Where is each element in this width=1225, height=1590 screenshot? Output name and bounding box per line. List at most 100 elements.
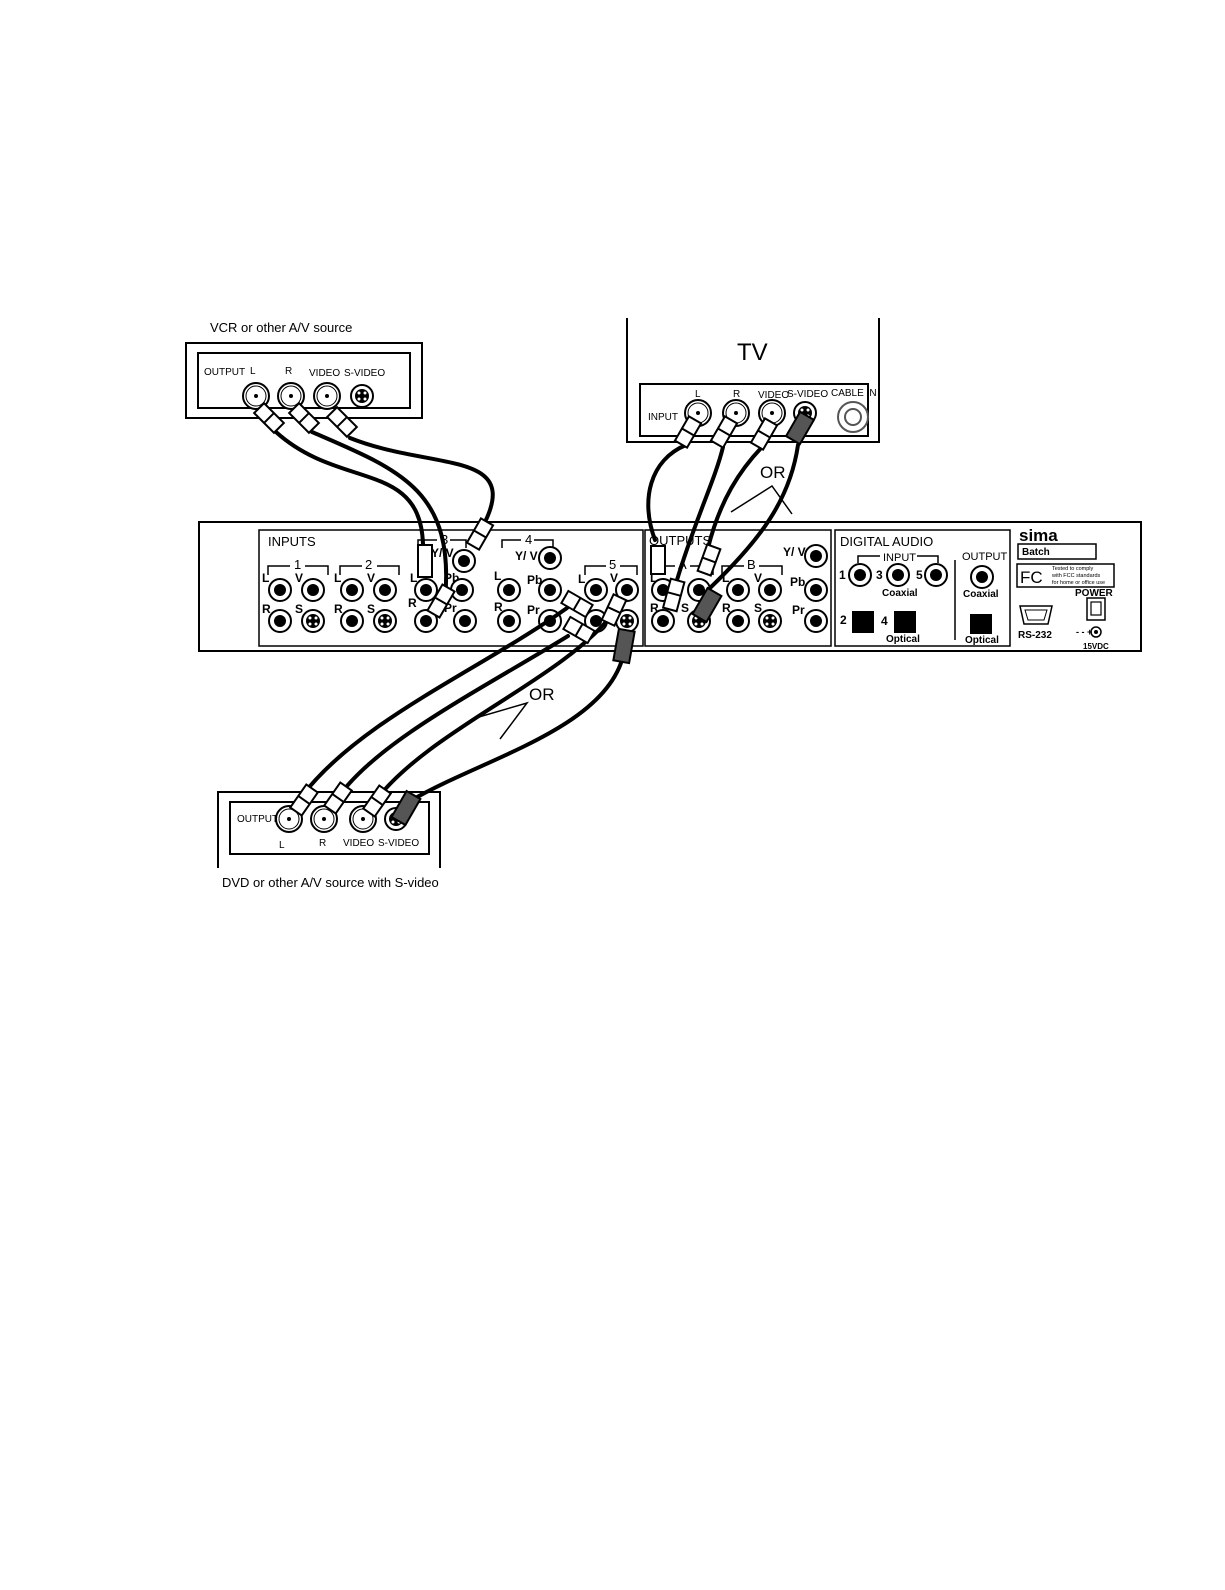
input-4-r-jack [497,609,521,633]
output-b-v-jack [758,578,782,602]
cables [274,430,800,802]
model-badge [1017,543,1097,560]
input-4-yv-jack [538,546,562,570]
output-a-l-label: L [650,571,657,585]
input-2-r-label: R [334,602,343,616]
digital-audio-input-label: INPUT [883,552,916,564]
input-4-yv-label: Y/ V [515,549,538,563]
vcr-jack-video [313,382,341,410]
output-yv-label: Y/ V [783,545,806,559]
fcc-badge [1016,563,1115,588]
inputs-title: INPUTS [268,534,316,549]
dc-voltage-label: 15VDC [1083,642,1109,651]
da-optical-out-port [970,614,992,634]
input-2-l-jack [340,578,364,602]
vcr-source: VCR or other A/V source OUTPUT L R VIDEO… [185,320,423,419]
input-2-s-jack [373,609,397,633]
input-4-l-label: L [494,569,501,583]
dvd-r-label: R [319,838,326,849]
output-pr-label: Pr [792,603,805,617]
plug-input3-r [426,583,456,619]
plugs [252,401,816,827]
tv-cable-in-jack [837,401,869,433]
plug-dvd-video [361,784,393,818]
dvd-caption: DVD or other A/V source with S-video [222,875,439,890]
input-1-v-jack [301,578,325,602]
rs232-label: RS-232 [1018,630,1052,641]
input-1-r-label: R [262,602,271,616]
da-input-optical-label: Optical [886,634,920,645]
input-5-l-label: L [578,572,585,586]
output-b-l-label: L [722,571,729,585]
cable-vcr-video-to-input3-yv [348,436,495,524]
plug-input5-v [600,593,628,627]
tv-input-label: INPUT [648,412,678,423]
input-1-s-label: S [295,602,303,616]
plug-dvd-svideo [390,789,422,827]
output-a-r-label: R [650,601,659,615]
output-b-r-jack [726,609,750,633]
dvd-source: OUTPUT L R VIDEO S-VIDEO DVD or other A/… [217,791,441,890]
cable-vcr-l-to-input3-l [274,430,425,546]
plug-input5-r [562,615,596,645]
input-1-label: 1 [294,557,301,572]
input-3-label: 3 [441,532,448,547]
input-2-s-label: S [367,602,375,616]
output-b-s-label: S [754,601,762,615]
input-5-label: 5 [609,557,616,572]
output-b-s-jack [758,609,782,633]
or-label-top: OR [760,463,786,482]
tv-cable-in-label: CABLE IN [831,388,877,399]
vcr-svideo-label: S-VIDEO [344,368,385,379]
plug-outa-s [691,586,723,624]
plug-dvd-l [288,783,320,817]
outputs-title: OUTPUTS [649,533,711,548]
da-num-2: 2 [840,613,847,627]
input-3-yv-label: Y/ V [431,546,454,560]
plug-outa-v [696,543,722,577]
model-label: Batch [1022,547,1050,558]
power-switch[interactable] [1086,597,1106,621]
input-4-pb-label: Pb [527,573,542,587]
brand-logo: sima [1019,526,1058,545]
da-num-4: 4 [881,614,888,628]
input-3-r-label: R [408,596,417,610]
power-label: POWER [1075,588,1114,599]
cable-input5-r-to-dvd-r [337,634,570,798]
plug-vcr-r [287,401,321,435]
input-2-r-jack [340,609,364,633]
input-1-v-label: V [295,571,303,585]
da-num-3: 3 [876,568,883,582]
cable-outa-s-to-tv-svideo [708,443,800,590]
dc-power-jack [1090,626,1102,638]
da-coaxial-3-jack [886,563,910,587]
dvd-video-label: VIDEO [343,838,374,849]
input-1-s-jack [301,609,325,633]
tv-svideo-label: S-VIDEO [787,389,828,400]
plug-tv-l [673,415,703,449]
da-optical-4-port [894,611,916,633]
da-optical-2-port [852,611,874,633]
cable-input5-s-to-dvd-svideo [410,658,624,802]
da-output-label: OUTPUT [962,551,1008,563]
dvd-svideo-label: S-VIDEO [378,838,419,849]
da-input-coaxial-label: Coaxial [882,588,918,599]
or-label-bottom: OR [529,685,555,704]
vcr-r-label: R [285,366,292,377]
input-5-v-label: V [610,571,618,585]
input-1-l-label: L [262,571,269,585]
cable-input5-l-to-dvd-l [300,606,569,798]
output-b-label: B [747,557,756,572]
input-5-l-jack [584,578,608,602]
input-4-pr-label: Pr [527,603,540,617]
input-2-v-label: V [367,571,375,585]
output-b-l-jack [726,578,750,602]
plug-vcr-l [252,401,286,435]
tv-l-label: L [695,389,701,400]
vcr-video-label: VIDEO [309,368,340,379]
plug-tv-video [749,417,779,451]
output-yv-jack [804,544,828,568]
plug-dvd-r [322,781,354,815]
tv-r-label: R [733,389,740,400]
input-3-pb-jack [450,578,474,602]
